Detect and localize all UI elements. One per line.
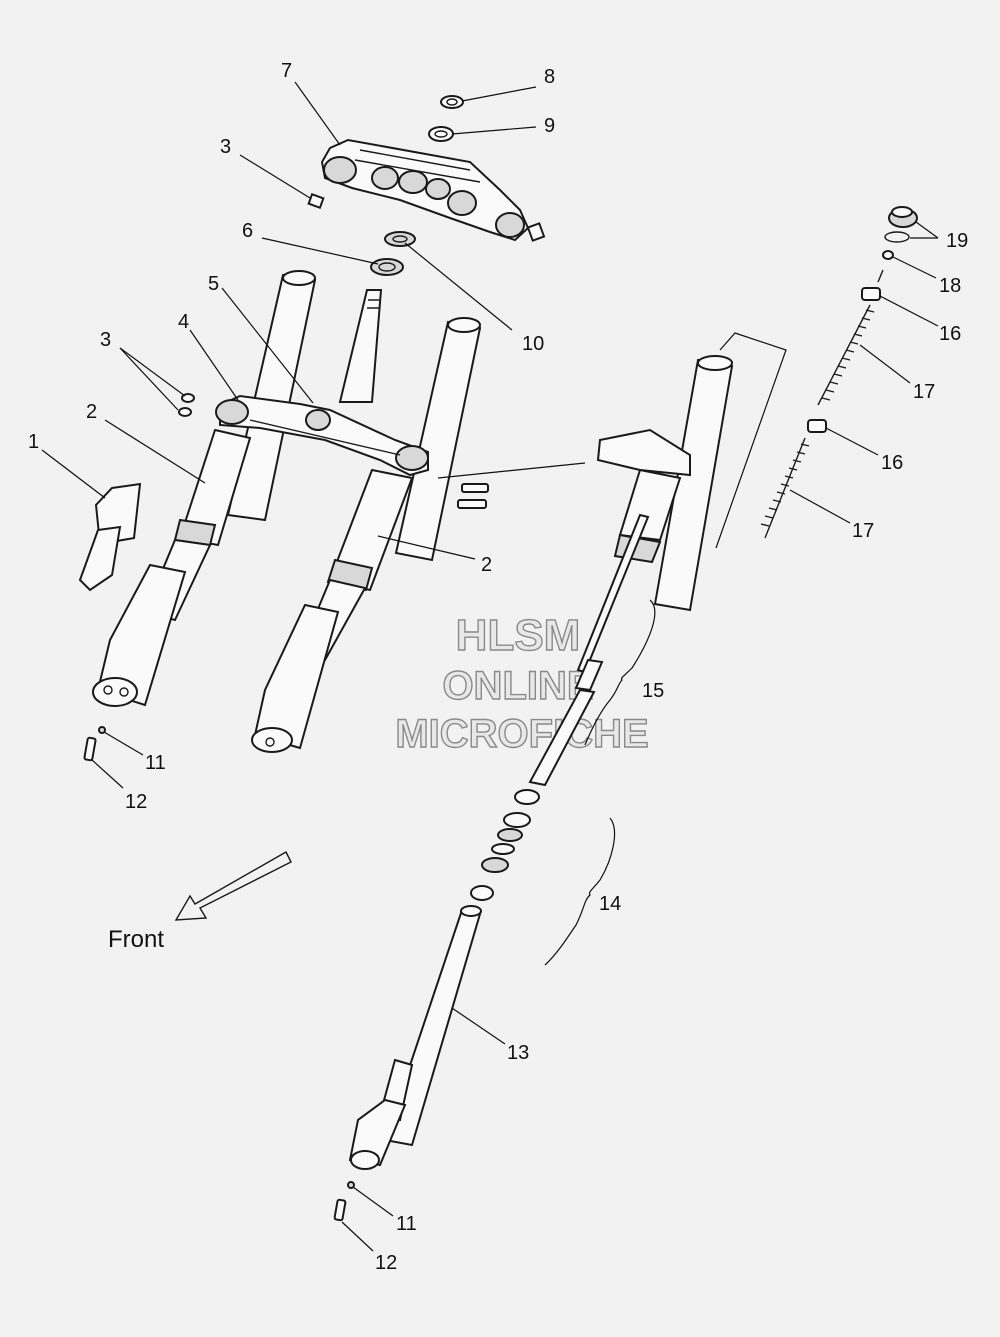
callout-13: 13 [507,1042,529,1064]
watermark-line-2: ONLINE [442,664,593,708]
callout-17-bottom: 17 [852,520,874,542]
fork-seals-bushings [470,789,540,901]
fork-tube-exploded [596,355,734,612]
steering-bearing [370,231,416,276]
fork-spring-upper [817,304,875,406]
callout-2-right: 2 [481,554,492,576]
group-bracket-14 [544,817,616,966]
fork-cap [877,206,918,283]
fork-leg-right [251,317,482,753]
front-label: Front [108,926,164,953]
steering-stem [338,289,383,403]
fork-spring-lower [760,437,810,539]
leader-lines [41,81,939,1252]
callout-17-top: 17 [913,381,935,403]
callout-1: 1 [28,431,39,453]
callout-11-bottom: 11 [396,1213,417,1235]
callout-3-top: 3 [220,136,231,158]
stem-washer [428,126,454,142]
lower-triple-clamp [215,394,429,477]
group-bracket-spring [715,332,787,549]
callout-9: 9 [544,115,555,137]
fork-leg-left [92,270,317,707]
callout-15: 15 [642,680,664,702]
callout-12-left: 12 [125,791,147,813]
callout-14: 14 [599,893,621,915]
drain-screw-bottom [333,1181,355,1222]
stem-nut [440,95,464,109]
callout-18: 18 [939,275,961,297]
callout-12-bottom: 12 [375,1252,397,1274]
callout-2-left: 2 [86,401,97,423]
fork-bracket [78,482,142,592]
callout-5: 5 [208,273,219,295]
drain-screw-left [83,726,106,762]
clamp-bolts-left [178,393,195,417]
pinch-bolt [307,192,546,242]
callout-16-bottom: 16 [881,452,903,474]
callout-19: 19 [946,230,968,252]
upper-triple-clamp [320,138,530,242]
front-arrow [174,851,292,921]
callout-3-left: 3 [100,329,111,351]
callout-4: 4 [178,311,189,333]
callout-16-top: 16 [939,323,961,345]
group-bracket-15 [584,599,656,746]
damper-rod [528,513,650,787]
watermark-line-3: MICROFICHE [395,712,648,756]
clamp-bolts-center [457,483,489,509]
callout-10: 10 [522,333,544,355]
callout-8: 8 [544,66,555,88]
watermark-line-1: HLSM [456,611,581,660]
callout-7: 7 [281,60,292,82]
watermark: HLSM ONLINE MICROFICHE [395,610,650,756]
callout-6: 6 [242,220,253,242]
callouts: 7 8 9 3 6 5 4 3 10 2 1 2 15 11 12 14 13 … [28,60,968,1274]
fork-slider [348,905,482,1170]
callout-11-left: 11 [145,752,166,774]
spring-spacers [807,287,881,433]
